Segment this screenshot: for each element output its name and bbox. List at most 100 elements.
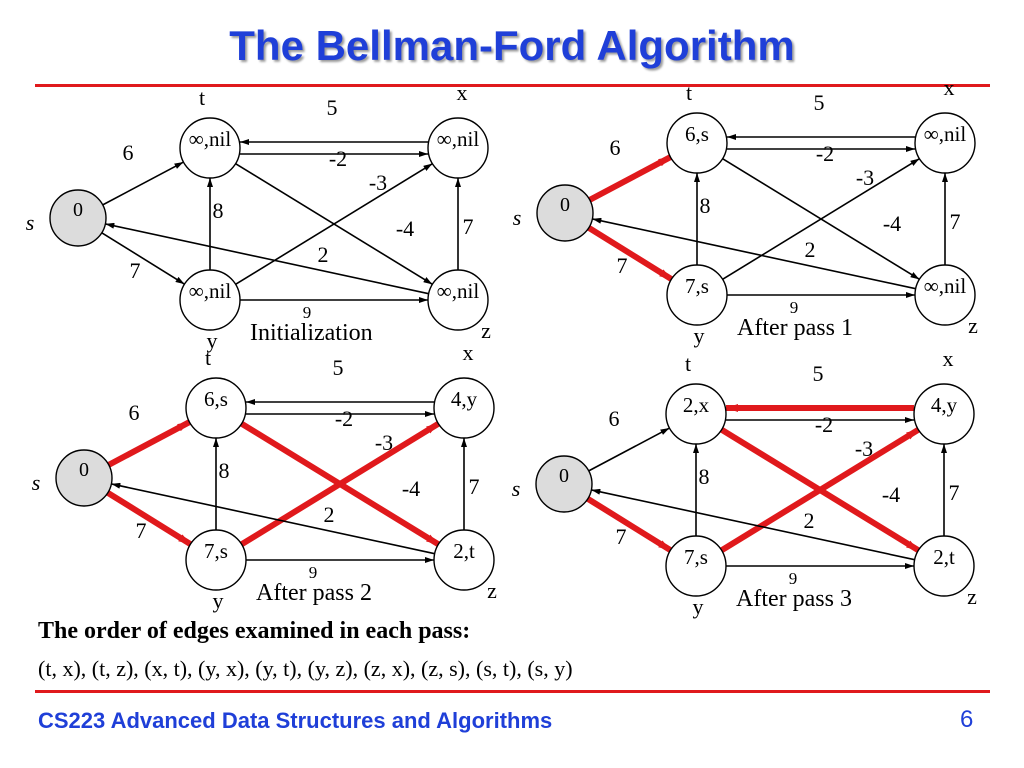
edge-s-t [588,427,670,472]
node-letter-s: s [32,470,41,495]
edge-order-heading: The order of edges examined in each pass… [38,618,471,644]
edge-weight-z-s: 2 [805,237,816,262]
edge-weight-y-z: 9 [790,298,799,317]
edge-t-z-relaxed [240,421,440,547]
edge-weight-t-z: -4 [402,476,420,501]
edge-z-s [105,222,429,295]
edge-weight-y-z: 9 [309,563,318,582]
edge-weight-z-x: 7 [950,209,961,234]
node-value-t: 2,x [683,393,710,417]
edge-weight-y-x: -3 [369,170,387,195]
edge-weight-y-t: 8 [213,198,224,223]
node-letter-s: s [512,476,521,501]
node-y [179,269,241,331]
node-letter-z: z [968,313,978,338]
edge-weight-y-x: -3 [375,430,393,455]
edge-weight-x-t: -2 [816,141,834,166]
edge-weight-s-t: 6 [129,400,140,425]
node-letter-t: t [205,345,211,370]
node-letter-x: x [463,340,474,365]
node-s [49,189,107,247]
node-x [433,377,495,439]
panel-caption: After pass 2 [256,580,372,606]
node-x [914,112,976,174]
node-t [179,117,241,179]
node-letter-t: t [686,80,692,105]
edge-s-t-relaxed [588,154,672,203]
edge-weight-z-s: 2 [318,242,329,267]
edge-weight-x-t: -2 [335,406,353,431]
node-value-y: 7,s [685,274,709,298]
edge-weight-s-y: 7 [130,258,141,283]
edge-weight-s-t: 6 [609,406,620,431]
edge-z-s [592,217,916,290]
panel-caption: After pass 1 [737,315,853,341]
node-value-y: 7,s [204,539,228,563]
node-value-s: 0 [560,194,570,216]
node-letter-y: y [207,328,218,353]
node-z [427,269,489,331]
edge-weight-y-z: 9 [789,569,798,588]
edge-s-t [102,161,184,206]
edge-weight-t-x: 5 [814,90,825,115]
slide-title: The Bellman-Ford Algorithm [229,22,795,69]
edge-s-y-relaxed [586,496,673,553]
edge-order-list: (t, x), (t, z), (x, t), (y, x), (y, t), … [38,656,573,681]
edge-weight-z-s: 2 [324,502,335,527]
footer-rule [35,690,990,693]
page-number: 6 [960,706,974,733]
edge-weight-t-x: 5 [813,361,824,386]
node-z [913,535,975,597]
edge-weight-s-t: 6 [610,135,621,160]
edge-z-s [591,488,915,561]
node-value-y: 7,s [684,545,708,569]
node-y [666,264,728,326]
node-value-t: 6,s [204,387,228,411]
edge-weight-t-z: -4 [882,482,900,507]
node-letter-x: x [944,75,955,100]
node-t [665,383,727,445]
edge-s-y-relaxed [587,225,674,282]
edge-weight-t-z: -4 [396,216,414,241]
node-letter-x: x [457,80,468,105]
node-y [185,529,247,591]
edge-weight-y-z: 9 [303,303,312,322]
node-z [914,264,976,326]
node-y [665,535,727,597]
node-letter-y: y [694,323,705,348]
node-letter-y: y [213,588,224,613]
title-rule [35,84,990,87]
edge-s-t-relaxed [107,419,191,468]
node-letter-z: z [487,578,497,603]
node-z [433,529,495,591]
edge-z-s [111,482,435,555]
edge-weight-s-t: 6 [123,140,134,165]
edge-weight-s-y: 7 [617,253,628,278]
footer-course: CS223 Advanced Data Structures and Algor… [38,708,553,733]
node-letter-t: t [685,351,691,376]
node-letter-t: t [199,85,205,110]
node-value-z: ∞,nil [924,274,967,298]
node-value-y: ∞,nil [189,279,232,303]
node-value-z: ∞,nil [437,279,480,303]
node-value-s: 0 [559,465,569,487]
edge-weight-z-x: 7 [463,214,474,239]
node-t [666,112,728,174]
node-value-x: 4,y [451,387,478,411]
edge-t-z [722,157,920,281]
node-s [536,184,594,242]
node-letter-z: z [481,318,491,343]
node-value-z: 2,t [933,545,955,569]
node-value-t: ∞,nil [189,127,232,151]
node-x [913,383,975,445]
node-letter-s: s [26,210,35,235]
node-s [55,449,113,507]
node-letter-y: y [693,594,704,619]
edge-t-z [235,162,433,286]
node-value-t: 6,s [685,122,709,146]
